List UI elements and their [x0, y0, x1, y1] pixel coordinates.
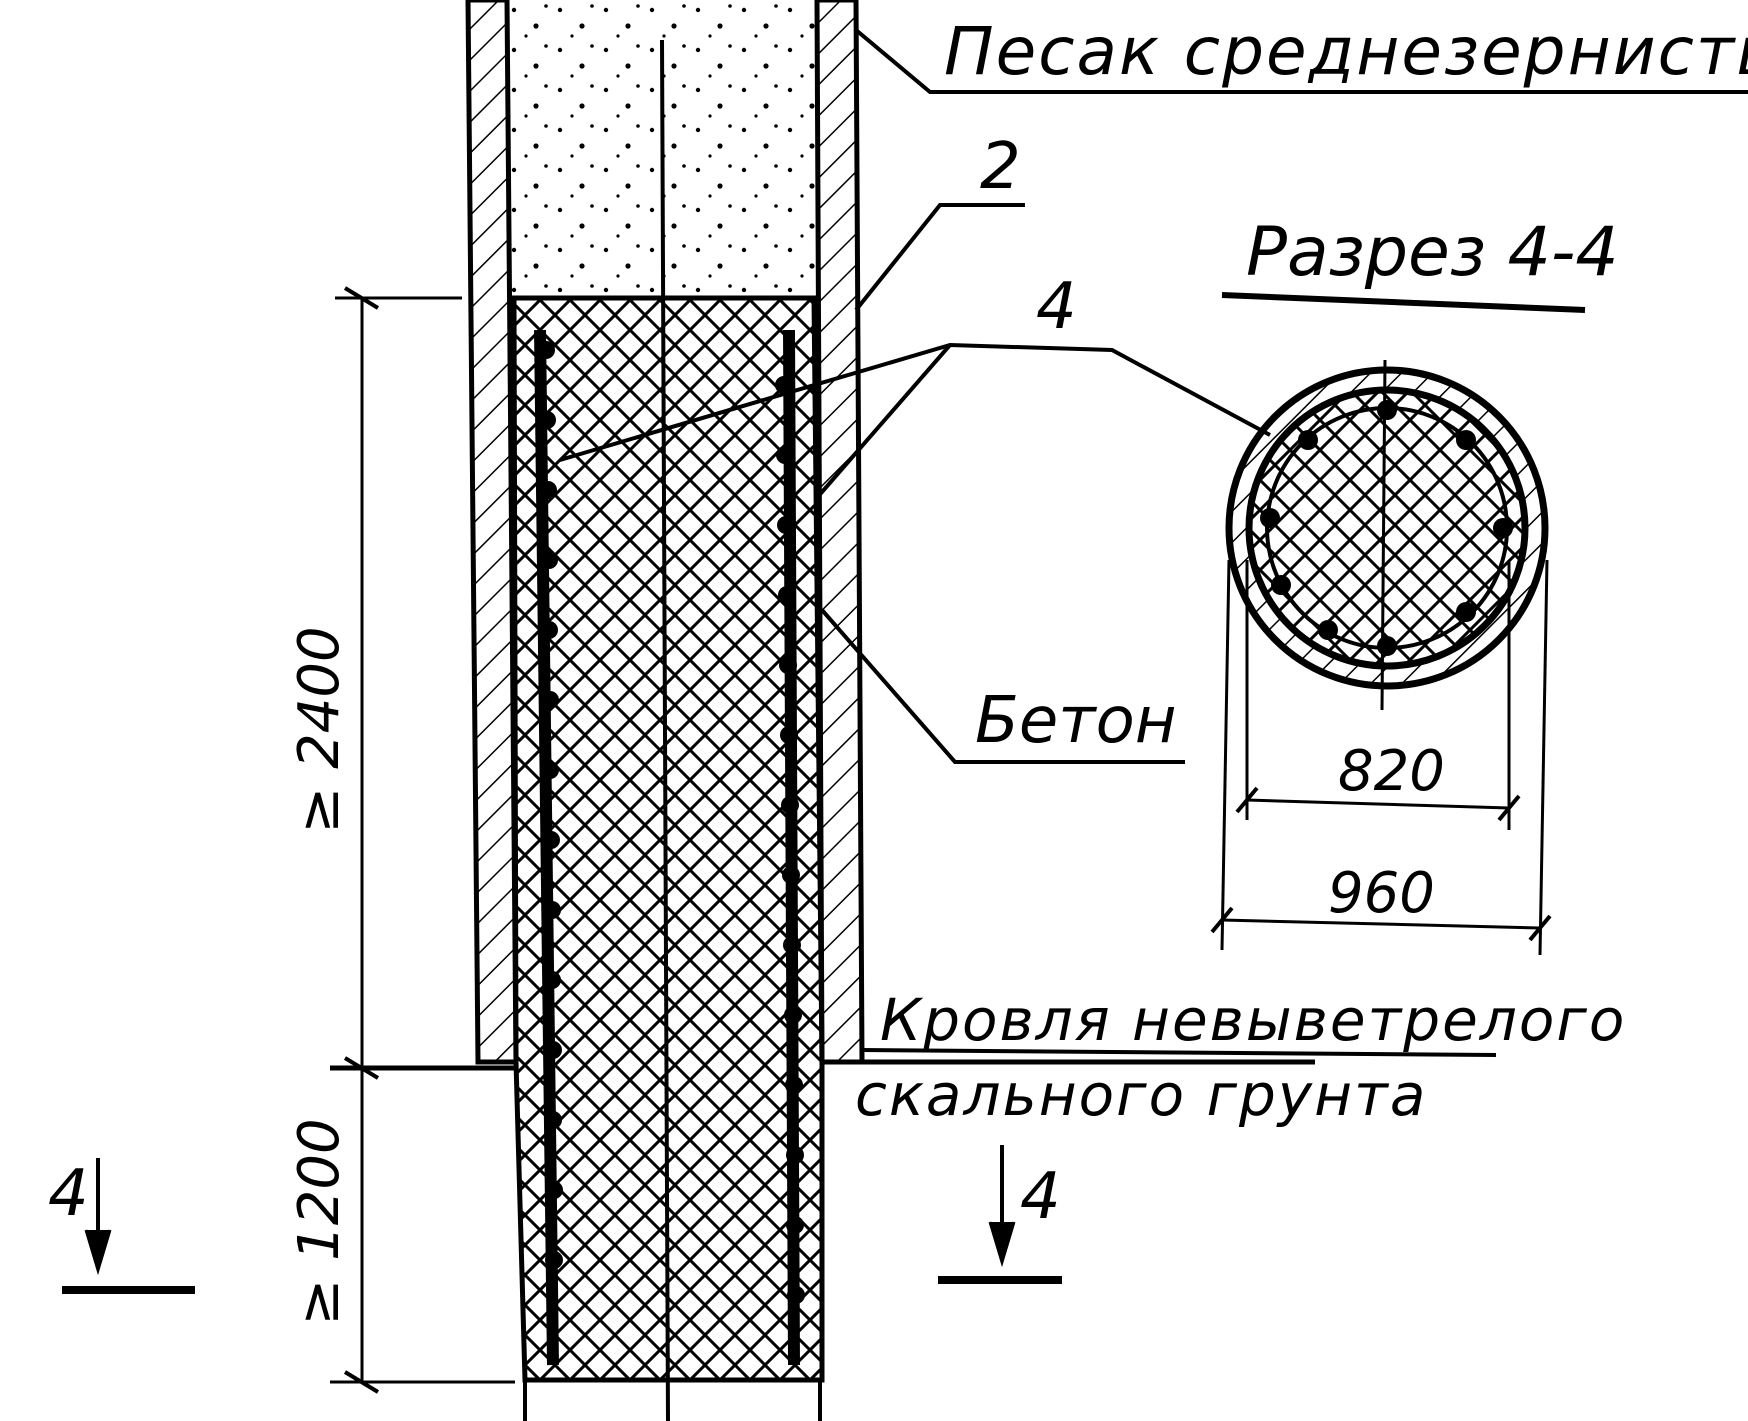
- label-sand: Песак среднезернистый: [944, 13, 1748, 90]
- leaders: [559, 28, 1748, 1057]
- label-rock-top-line2: скального грунта: [855, 1061, 1427, 1129]
- section-mark-left-group: 4: [48, 1157, 195, 1294]
- casing-wall-left: [465, 0, 519, 1065]
- stirrup-marks: [537, 341, 805, 1304]
- dimension-socket-length: ≥ 1200: [287, 1118, 352, 1325]
- dimension-outer-diameter: 960: [1328, 861, 1435, 926]
- cross-section-4-4: 820 960: [1210, 359, 1552, 956]
- label-item-4: 4: [1036, 270, 1077, 344]
- pile-elevation: [330, 0, 1315, 1421]
- label-rock-top-line1: Кровля невыветрелого: [880, 986, 1626, 1054]
- section-title: Разрез 4-4: [1246, 213, 1619, 292]
- vertical-dimensions: ≥ 2400 ≥ 1200: [287, 286, 515, 1394]
- label-concrete: Бетон: [975, 684, 1177, 758]
- label-item-2: 2: [980, 130, 1021, 204]
- section-mark-right-group: 4: [938, 1145, 1062, 1284]
- rebar-right: [783, 329, 800, 1366]
- dimension-inner-diameter: 820: [1338, 739, 1445, 804]
- section-mark-left: 4: [48, 1157, 89, 1231]
- pile-axis: [660, 39, 670, 1421]
- casing-wall-right: [814, 0, 865, 1065]
- section-mark-right: 4: [1020, 1160, 1061, 1234]
- dimension-embed-length: ≥ 2400: [287, 626, 352, 833]
